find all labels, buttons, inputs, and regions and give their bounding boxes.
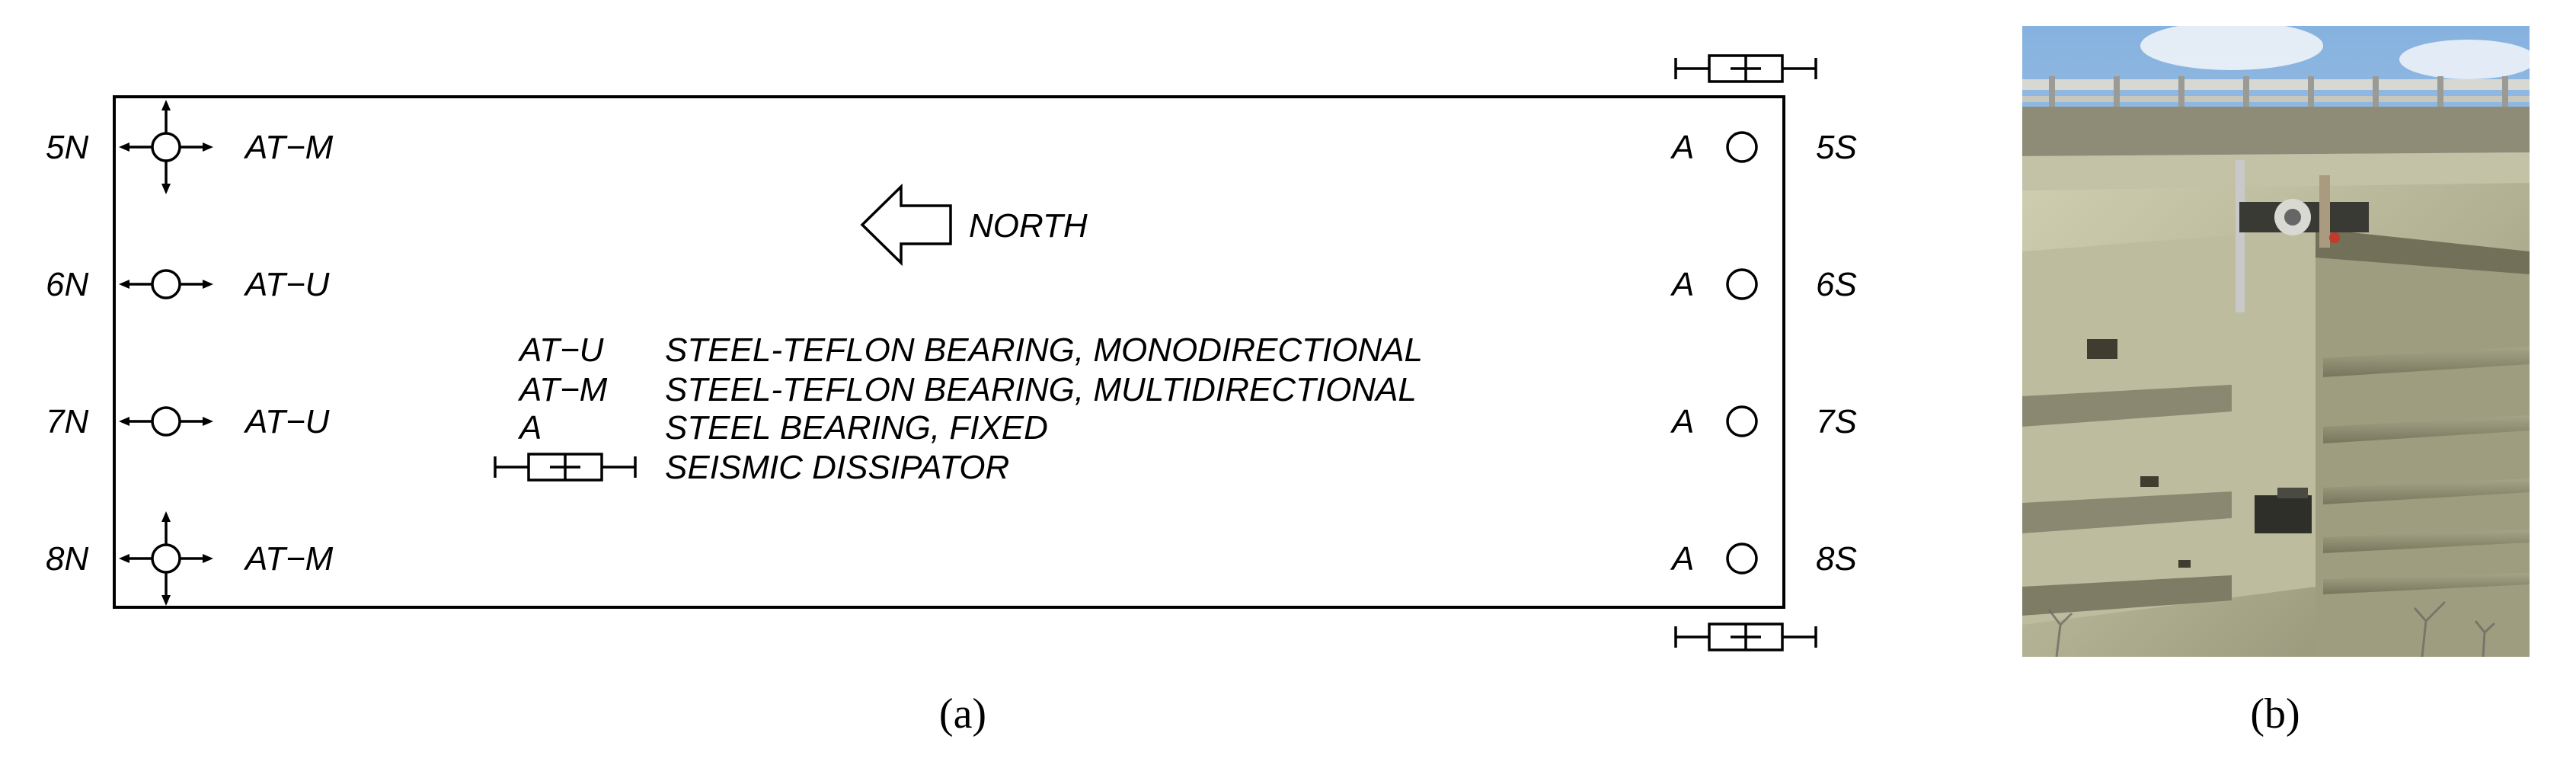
legend-code-at-m: AT−M xyxy=(517,371,608,408)
seismic-dissipator-icon xyxy=(1674,623,1817,651)
north-code-8n: AT−M xyxy=(243,540,334,578)
bearing-fixed-icon xyxy=(1726,543,1758,575)
bearing-fixed-icon xyxy=(1726,405,1758,437)
north-label: NORTH xyxy=(969,207,1088,245)
bridge-underside-photo xyxy=(2022,26,2530,657)
north-label-6n: 6N xyxy=(46,266,88,303)
north-code-6n: AT−U xyxy=(243,266,330,303)
south-code-5s: A xyxy=(1670,129,1694,166)
seismic-dissipator-icon xyxy=(494,453,637,482)
south-code-6s: A xyxy=(1670,266,1694,303)
bearing-monodirectional-icon xyxy=(119,269,213,299)
north-code-5n: AT−M xyxy=(243,129,334,166)
bearing-monodirectional-icon xyxy=(119,406,213,437)
bearing-fixed-icon xyxy=(1726,268,1758,300)
caption-a: (a) xyxy=(939,690,986,738)
south-code-7s: A xyxy=(1670,403,1694,440)
legend-desc-at-u: STEEL-TEFLON BEARING, MONODIRECTIONAL xyxy=(665,331,1423,369)
legend-desc-at-m: STEEL-TEFLON BEARING, MULTIDIRECTIONAL xyxy=(665,371,1417,408)
south-label-7s: 7S xyxy=(1816,403,1857,440)
north-label-7n: 7N xyxy=(46,403,88,440)
south-label-8s: 8S xyxy=(1816,540,1857,578)
legend-code-a: A xyxy=(517,409,542,447)
north-arrow-icon xyxy=(860,183,952,267)
south-label-6s: 6S xyxy=(1816,266,1857,303)
bearing-multidirectional-icon xyxy=(119,100,213,194)
north-label-5n: 5N xyxy=(46,129,88,166)
legend: AT−U STEEL-TEFLON BEARING, MONODIRECTION… xyxy=(494,331,1423,486)
panel-a-plan: 5N 6N 7N 8N AT−M AT−U AT−U AT−M xyxy=(46,54,1857,738)
bearing-fixed-icon xyxy=(1726,131,1758,163)
south-code-8s: A xyxy=(1670,540,1694,578)
seismic-dissipator-icon xyxy=(1674,54,1817,83)
legend-desc-dissipator: SEISMIC DISSIPATOR xyxy=(665,449,1009,486)
legend-desc-a: STEEL BEARING, FIXED xyxy=(665,409,1048,447)
deck-outline xyxy=(113,95,1785,609)
bearing-multidirectional-icon xyxy=(119,511,213,606)
north-code-7n: AT−U xyxy=(243,403,330,440)
legend-code-at-u: AT−U xyxy=(517,331,604,369)
caption-b: (b) xyxy=(2250,690,2300,738)
south-label-5s: 5S xyxy=(1816,129,1857,166)
north-label-8n: 8N xyxy=(46,540,88,578)
